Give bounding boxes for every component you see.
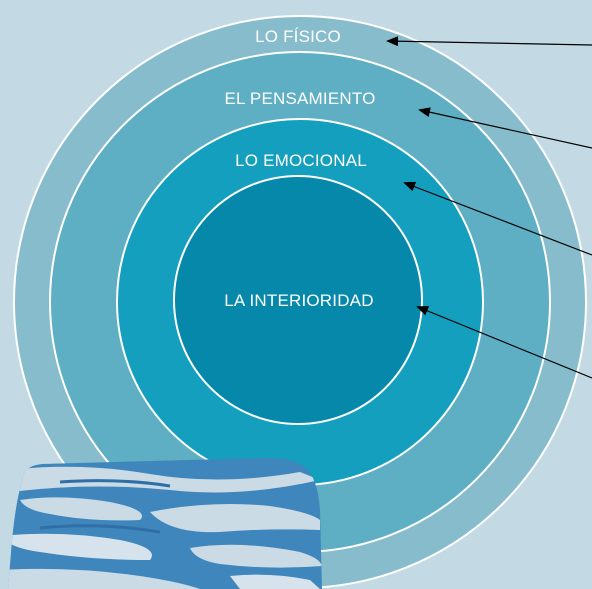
- label-lo-emocional: LO EMOCIONAL: [235, 151, 367, 170]
- label-la-interioridad: LA INTERIORIDAD: [224, 291, 373, 310]
- arrow-la-interioridad: [416, 306, 592, 379]
- arrow-lo-emocional: [403, 181, 592, 256]
- arrow-lo-fisico: [386, 36, 592, 47]
- label-el-pensamiento: EL PENSAMIENTO: [224, 89, 375, 108]
- arrow-el-pensamiento: [418, 107, 592, 149]
- water-texture-image: [8, 457, 322, 589]
- label-lo-fisico: LO FÍSICO: [255, 27, 341, 46]
- inner-core-interioridad: [173, 175, 423, 425]
